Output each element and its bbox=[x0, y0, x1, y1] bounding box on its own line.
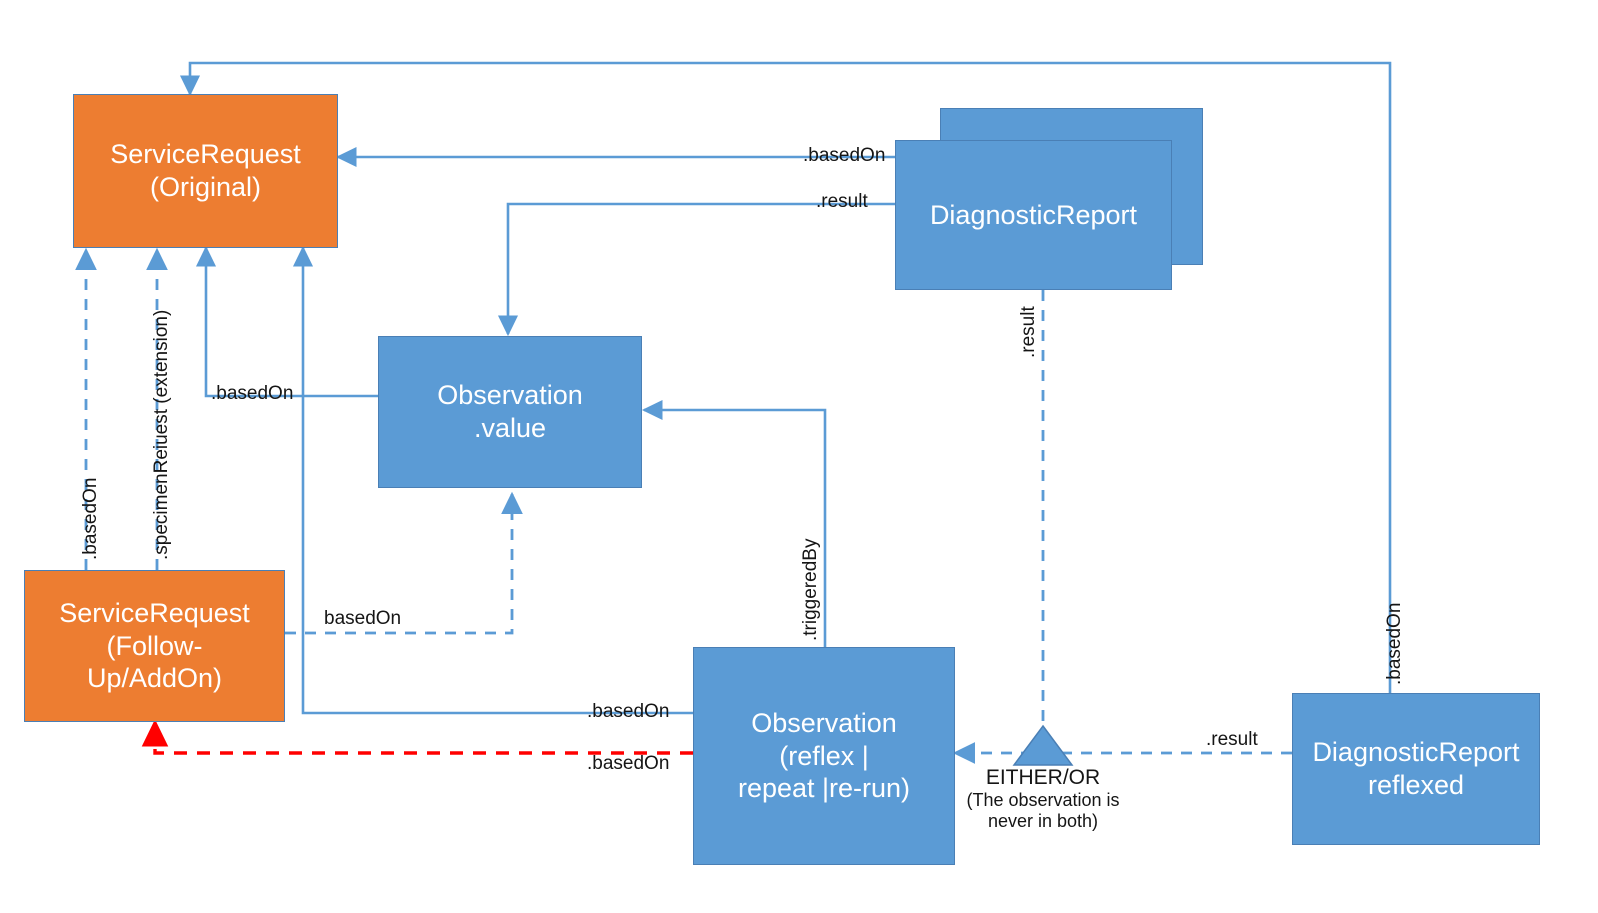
label-obsreflex-basedon: .basedOn bbox=[587, 701, 670, 722]
wire-reflexed-basedon-to-original bbox=[179, 61, 1392, 693]
service-request-original-line2: (Original) bbox=[149, 172, 262, 202]
label-dr-basedon: .basedOn bbox=[803, 145, 886, 166]
node-observation-value[interactable]: Observation .value bbox=[378, 336, 642, 488]
label-triggeredby: .triggeredBy bbox=[800, 538, 821, 641]
wire-dr-result-to-observation-value bbox=[497, 202, 896, 337]
wire-obsvalue-basedon-to-original bbox=[195, 245, 378, 398]
wire-obsreflex-basedon-red-dashed bbox=[141, 719, 693, 755]
service-request-original-line1: ServiceRequest bbox=[110, 139, 301, 170]
label-reflexed-basedon: .basedOn bbox=[1384, 602, 1405, 685]
node-observation-reflex[interactable]: Observation (reflex | repeat |re-run) bbox=[693, 647, 955, 865]
wire-followup-to-obsvalue-dashed bbox=[285, 491, 523, 635]
either-or-note-line2: never in both) bbox=[987, 810, 1099, 831]
observation-reflex-line3: repeat |re-run) bbox=[737, 773, 911, 804]
diagnostic-report-label: DiagnosticReport bbox=[929, 199, 1138, 230]
service-request-followup-line2: (Follow- bbox=[106, 630, 203, 661]
either-or-annotation: EITHER/OR (The observation is never in b… bbox=[938, 766, 1148, 832]
label-followup-to-obsvalue-basedon: basedOn bbox=[324, 608, 402, 629]
either-or-note-line1: (The observation is bbox=[966, 790, 1120, 811]
node-service-request-followup[interactable]: ServiceRequest (Follow- Up/AddOn) bbox=[24, 570, 285, 722]
observation-reflex-line1: Observation bbox=[751, 707, 897, 738]
either-or-heading: EITHER/OR bbox=[985, 766, 1101, 789]
node-diagnostic-report[interactable]: DiagnosticReport bbox=[895, 140, 1172, 290]
diagnostic-report-reflexed-line2: reflexed bbox=[1367, 770, 1465, 800]
label-obsvalue-basedon: .basedOn bbox=[211, 383, 294, 404]
diagnostic-report-reflexed-line1: DiagnosticReport bbox=[1312, 737, 1520, 768]
label-reflexed-result: .result bbox=[1206, 729, 1258, 750]
observation-value-line2: .value bbox=[473, 413, 547, 443]
wire-triggeredby bbox=[641, 399, 827, 647]
label-dr-result: .result bbox=[816, 191, 868, 212]
node-service-request-original[interactable]: ServiceRequest (Original) bbox=[73, 94, 338, 248]
label-obsreflex-basedon-red: .basedOn bbox=[587, 753, 670, 774]
observation-reflex-line2: (reflex | bbox=[779, 740, 869, 771]
label-followup-basedon: .basedOn bbox=[80, 477, 101, 560]
node-diagnostic-report-reflexed[interactable]: DiagnosticReport reflexed bbox=[1292, 693, 1540, 845]
service-request-followup-line3: Up/AddOn) bbox=[86, 663, 223, 694]
either-or-triangle bbox=[1012, 724, 1074, 766]
observation-value-line1: Observation bbox=[437, 380, 583, 411]
label-followup-specimenrequest: .specimenReiuest (extension) bbox=[151, 309, 172, 560]
wire-obsreflex-basedon-to-original bbox=[292, 245, 693, 715]
label-dr-result-vertical: .result bbox=[1018, 306, 1039, 358]
service-request-followup-line1: ServiceRequest bbox=[59, 597, 250, 628]
